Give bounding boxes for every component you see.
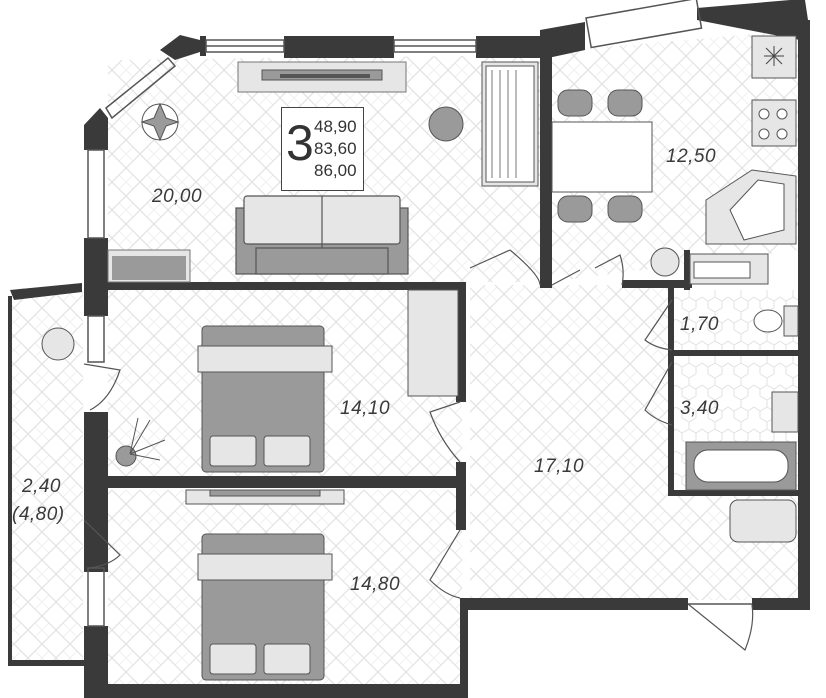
bathroom-area: 3,40 bbox=[680, 398, 719, 419]
plant-icon bbox=[115, 417, 166, 467]
hall-area: 17,10 bbox=[534, 456, 585, 477]
doors bbox=[83, 249, 754, 651]
balcony-full-area: (4,80) bbox=[12, 504, 65, 525]
walls bbox=[8, 0, 810, 698]
windows bbox=[87, 0, 752, 627]
living-area-value: 48,90 bbox=[314, 117, 357, 136]
tv-stand bbox=[237, 61, 407, 93]
bedroom-2-area: 14,80 bbox=[350, 574, 401, 595]
tv-stand bbox=[185, 489, 345, 505]
bathtub bbox=[685, 441, 797, 491]
sofa bbox=[235, 195, 409, 275]
wardrobe bbox=[407, 289, 459, 397]
plant-icon bbox=[41, 247, 680, 361]
piano bbox=[481, 61, 539, 187]
living-room-area: 20,00 bbox=[152, 186, 203, 207]
bedroom-1-area: 14,10 bbox=[340, 398, 391, 419]
bed bbox=[197, 325, 333, 473]
fridge bbox=[689, 253, 769, 285]
dining-table bbox=[551, 89, 653, 223]
bed bbox=[197, 533, 333, 681]
stool bbox=[428, 106, 464, 142]
kitchen-area: 12,50 bbox=[666, 146, 717, 167]
rooms-count: 3 bbox=[286, 115, 314, 171]
plant-icon bbox=[140, 102, 180, 142]
sink bbox=[771, 391, 799, 433]
total-area-value: 83,60 bbox=[314, 139, 357, 158]
toilet bbox=[753, 305, 799, 337]
total-area-with-balcony-value: 86,00 bbox=[314, 161, 357, 180]
kitchen-counter bbox=[705, 35, 797, 245]
wc-area: 1,70 bbox=[680, 314, 719, 335]
balcony-area: 2,40 bbox=[22, 476, 61, 497]
floor-area bbox=[12, 30, 800, 688]
bookshelf bbox=[107, 249, 191, 283]
apartment-info-badge: 3 48,90 83,60 86,00 bbox=[281, 107, 364, 191]
washing-machine bbox=[729, 499, 797, 543]
